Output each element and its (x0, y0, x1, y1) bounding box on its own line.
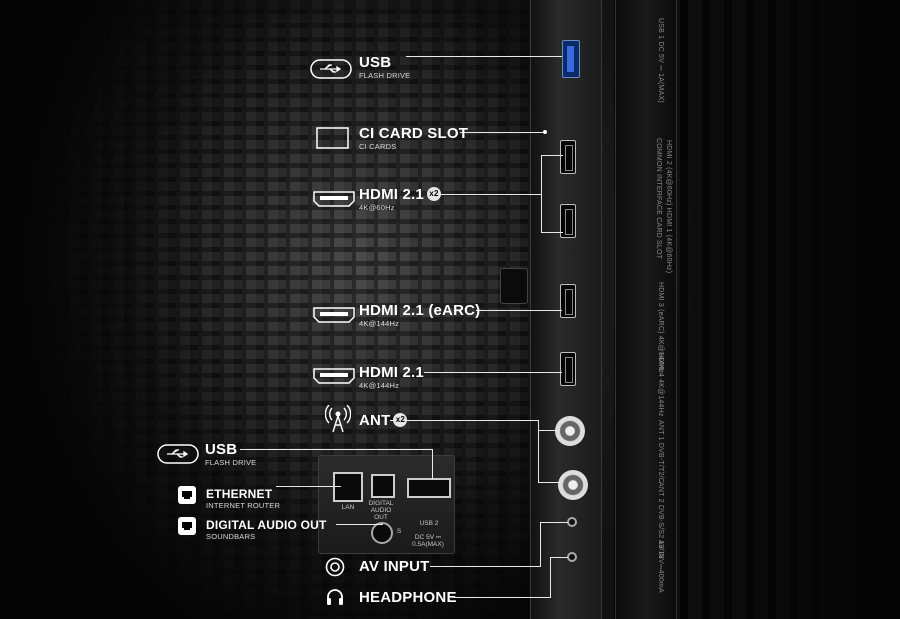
av-input-jack (567, 517, 577, 527)
usb2-label: USB 2 (419, 520, 439, 527)
hdmi-earc-title: HDMI 2.1 (eARC) (359, 302, 481, 319)
av-input-label: AV INPUT (359, 558, 430, 575)
antenna-icon (325, 405, 351, 433)
hdmi-earc-leader (476, 310, 562, 311)
ci-label: CI CARD SLOT CI CARDS (359, 125, 468, 152)
usb-port-top (562, 40, 580, 78)
speaker-grille-highlight (0, 0, 560, 619)
hdmi1-sub: 4K@60Hz (359, 203, 395, 212)
headphone-leader (454, 597, 550, 598)
hdmi-icon (313, 191, 355, 207)
port-panel (530, 0, 602, 619)
antenna-port-2 (558, 470, 588, 500)
side-label-hdmi4: HDMI 4 4K@144Hz (657, 352, 664, 417)
usb-bottom-drop (432, 449, 433, 479)
digital-audio-leader (336, 524, 383, 525)
digital-audio-out-label: DIGITAL AUDIO OUT (368, 500, 394, 521)
ci-title: CI CARD SLOT (359, 125, 469, 142)
ethernet-title: ETHERNET (206, 487, 273, 501)
ethernet-sub: INTERNET ROUTER (206, 501, 281, 510)
ethernet-icon (178, 486, 196, 504)
lan-label: LAN (341, 504, 355, 511)
speaker-grille-texture (0, 0, 560, 619)
hdmi-port-4 (560, 352, 576, 386)
side-label-ant2: ANT 2 DVB-S/S2 13/18V⎓400mA (657, 482, 664, 593)
hdmi-earc-sub: 4K@144Hz (359, 319, 400, 328)
hdmi4-sub: 4K@144Hz (359, 381, 400, 390)
usb-bottom-sub: FLASH DRIVE (205, 458, 257, 467)
headphone-tip (550, 557, 568, 558)
hdmi4-label: HDMI 2.1 4K@144Hz (359, 364, 424, 391)
av-input-tip (540, 522, 568, 523)
rear-label-strip: USB 1 DC 5V ⎓ 1A(MAX) COMMON INTERFACE C… (615, 0, 677, 619)
optical-icon (178, 517, 196, 535)
av-input-icon (325, 557, 345, 577)
hdmi1-bracket-top (541, 155, 563, 156)
digital-audio-title: DIGITAL AUDIO OUT (206, 518, 327, 532)
hdmi1-bracket-bottom (541, 232, 563, 233)
panel-screw-mount (500, 268, 528, 304)
ci-card-icon (316, 127, 349, 149)
lan-port (333, 472, 363, 502)
headphone-jack (567, 552, 577, 562)
digital-audio-sub: SOUNDBARS (206, 532, 256, 541)
side-label-ant1: ANT 1 DVB-T/T2/C (657, 420, 664, 483)
usb2-spec-label: DC 5V ⎓ 0.5A(MAX) (412, 534, 444, 548)
ant-bracket-bottom (538, 482, 560, 483)
headphone-icon (327, 589, 343, 605)
hdmi1-count-badge: x2 (426, 187, 441, 201)
side-label-ci: COMMON INTERFACE CARD SLOT (655, 138, 662, 260)
usb-port-bottom (407, 478, 451, 498)
ethernet-label: ETHERNET INTERNET ROUTER (206, 487, 280, 511)
usb-icon (157, 444, 199, 464)
usb-bottom-leader (240, 449, 432, 450)
ci-sub: CI CARDS (359, 142, 397, 151)
ethernet-leader (276, 486, 341, 487)
optical-port (371, 474, 395, 498)
hdmi-port-3 (560, 284, 576, 318)
headphone-label: HEADPHONE (359, 589, 457, 606)
side-label-av: AV IN (657, 540, 664, 559)
s-label: S (396, 528, 402, 535)
hdmi1-title: HDMI 2.1 (359, 186, 424, 203)
usb-top-sub: FLASH DRIVE (359, 71, 411, 80)
hdmi1-bracket (541, 155, 542, 233)
av-input-leader (430, 566, 540, 567)
ci-leader-dot (543, 130, 547, 134)
av-input-rise (540, 522, 541, 567)
hdmi-icon (313, 307, 355, 323)
ant-count-badge: x2 (393, 413, 408, 427)
hdmi-earc-label: HDMI 2.1 (eARC) 4K@144Hz (359, 302, 480, 329)
hdmi1-leader (436, 194, 541, 195)
digital-audio-label: DIGITAL AUDIO OUT SOUNDBARS (206, 518, 327, 542)
hdmi-port-1 (560, 140, 576, 174)
hdmi-port-2 (560, 204, 576, 238)
ant-title: ANT (359, 412, 391, 429)
bottom-port-panel: LAN DIGITAL AUDIO OUT USB 2 DC 5V ⎓ 0.5A… (318, 455, 455, 554)
ant-bracket (538, 420, 539, 482)
usb-top-title: USB (359, 54, 392, 71)
av-input-title: AV INPUT (359, 558, 430, 575)
ant-bracket-top (538, 430, 560, 431)
hdmi4-title: HDMI 2.1 (359, 364, 424, 381)
usb-bottom-title: USB (205, 441, 238, 458)
usb-bottom-label: USB FLASH DRIVE (205, 441, 256, 468)
side-label-usb1: USB 1 DC 5V ⎓ 1A(MAX) (657, 18, 664, 103)
usb-icon (310, 59, 352, 79)
service-port (371, 522, 393, 544)
hdmi-icon (313, 368, 355, 384)
ant-leader (390, 420, 538, 421)
side-label-hdmi12: HDMI 2 (4K@60Hz) HDMI 1 (4K@60Hz) (665, 140, 672, 274)
ci-leader (460, 132, 545, 133)
headphone-title: HEADPHONE (359, 589, 457, 606)
antenna-port-1 (555, 416, 585, 446)
hdmi4-leader (424, 372, 562, 373)
headphone-rise (550, 557, 551, 598)
usb-top-leader (406, 56, 562, 57)
usb-top-label: USB FLASH DRIVE (359, 54, 410, 81)
